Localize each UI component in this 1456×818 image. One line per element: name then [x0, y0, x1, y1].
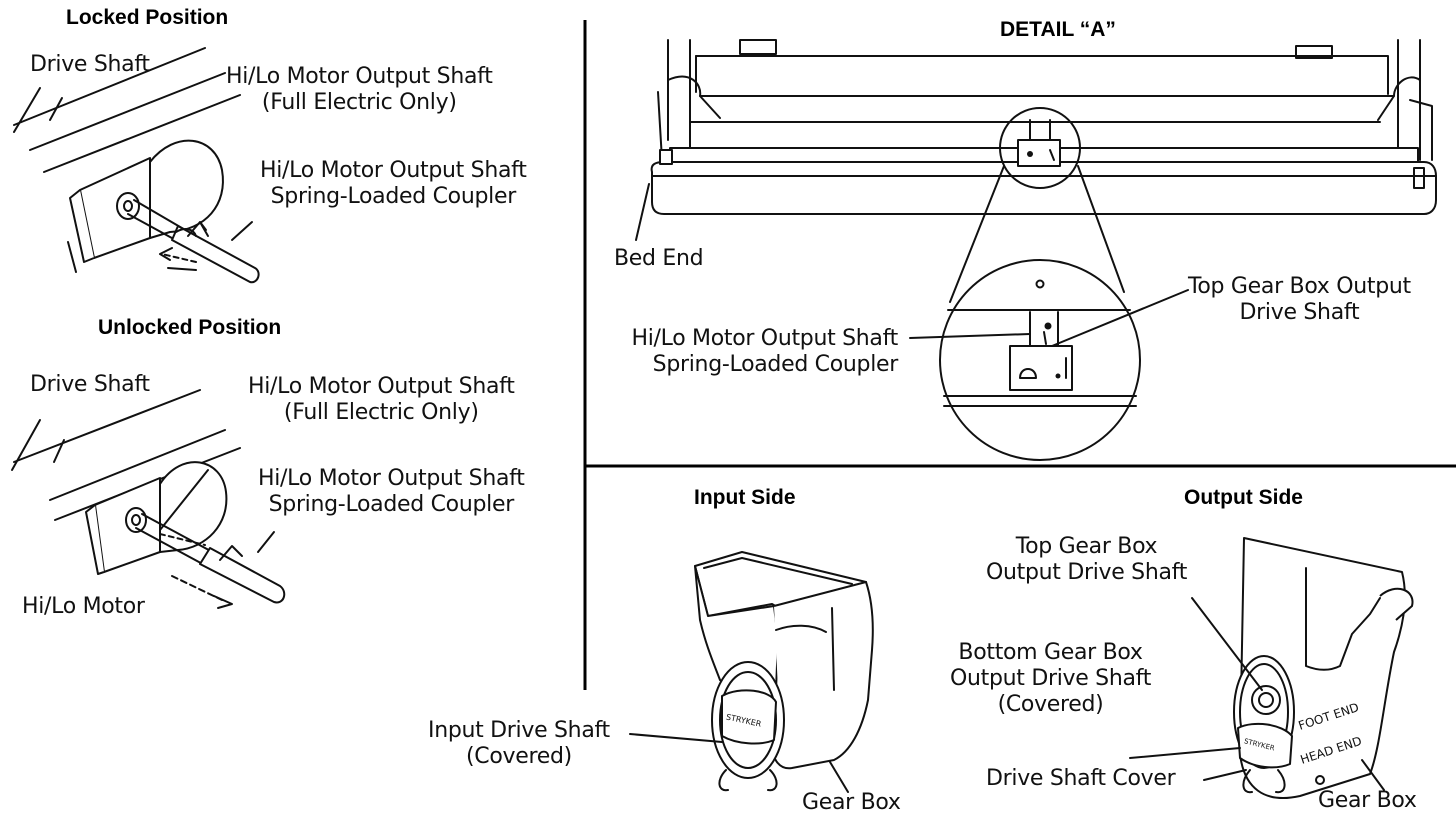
locked-coupler-line-1: Hi/Lo Motor Output Shaft: [260, 158, 527, 183]
detail-coupler-line-2: Spring-Loaded Coupler: [652, 351, 899, 377]
output-side-title: Output Side: [1184, 486, 1303, 509]
unlocked-coupler-line-1: Hi/Lo Motor Output Shaft: [258, 466, 525, 491]
input-shaft-line-2: (Covered): [465, 743, 572, 769]
locked-motor-output-label: Hi/Lo Motor Output Shaft (Full Electric …: [226, 64, 493, 116]
output-bottom-label: Bottom Gear Box Output Drive Shaft (Cove…: [950, 640, 1151, 718]
detail-a-title: DETAIL “A”: [1000, 18, 1116, 41]
locked-motor-output-line-1: Hi/Lo Motor Output Shaft: [226, 64, 493, 89]
locked-illustration: [13, 47, 260, 284]
drive-shaft-cover-label: Drive Shaft Cover: [986, 766, 1176, 791]
detail-top-output-label: Top Gear Box Output Drive Shaft: [1188, 274, 1411, 326]
bed-end-illustration: [635, 39, 1437, 461]
unlocked-illustration: [11, 389, 286, 609]
input-shaft-line-1: Input Drive Shaft: [428, 718, 610, 743]
output-gearbox-illustration: STRYKER FOOT END HEAD END: [1129, 537, 1414, 799]
output-top-label: Top Gear Box Output Drive Shaft: [986, 534, 1187, 586]
locked-title: Locked Position: [66, 6, 229, 29]
unlocked-motor-output-label: Hi/Lo Motor Output Shaft (Full Electric …: [248, 374, 515, 426]
output-bottom-line-1: Bottom Gear Box: [958, 640, 1143, 665]
unlocked-coupler-line-2: Spring-Loaded Coupler: [268, 491, 515, 517]
unlocked-motor-output-line-2: (Full Electric Only): [283, 399, 479, 425]
locked-coupler-label: Hi/Lo Motor Output Shaft Spring-Loaded C…: [260, 158, 527, 210]
output-top-line-1: Top Gear Box: [1015, 534, 1158, 559]
output-bottom-line-3: (Covered): [997, 691, 1104, 717]
locked-coupler-line-2: Spring-Loaded Coupler: [270, 183, 517, 209]
locked-drive-shaft-label: Drive Shaft: [30, 52, 150, 77]
output-bottom-line-2: Output Drive Shaft: [950, 665, 1152, 691]
output-gear-box-label: Gear Box: [1318, 788, 1417, 813]
input-gearbox-illustration: STRYKER: [629, 551, 874, 793]
detail-top-output-line-2: Drive Shaft: [1239, 299, 1360, 325]
unlocked-title: Unlocked Position: [98, 316, 282, 339]
unlocked-motor-output-line-1: Hi/Lo Motor Output Shaft: [248, 374, 515, 399]
detail-top-output-line-1: Top Gear Box Output: [1188, 274, 1411, 299]
unlocked-drive-shaft-label: Drive Shaft: [30, 372, 150, 397]
unlocked-motor-label: Hi/Lo Motor: [22, 594, 145, 619]
detail-coupler-line-1: Hi/Lo Motor Output Shaft: [631, 326, 898, 351]
locked-motor-output-line-2: (Full Electric Only): [261, 89, 457, 115]
input-gear-box-label: Gear Box: [802, 790, 901, 815]
bed-end-label: Bed End: [614, 246, 704, 271]
input-shaft-label: Input Drive Shaft (Covered): [428, 718, 610, 770]
input-side-title: Input Side: [694, 486, 796, 509]
detail-coupler-label: Hi/Lo Motor Output Shaft Spring-Loaded C…: [588, 326, 898, 378]
output-top-line-2: Output Drive Shaft: [986, 559, 1188, 585]
unlocked-coupler-label: Hi/Lo Motor Output Shaft Spring-Loaded C…: [258, 466, 525, 518]
